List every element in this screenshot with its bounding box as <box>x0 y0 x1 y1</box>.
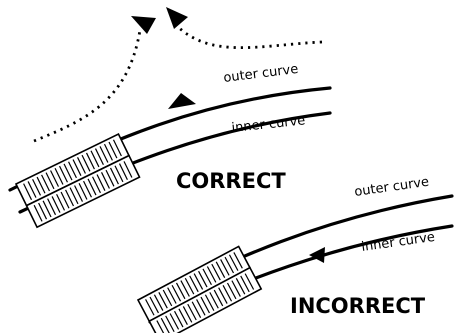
correct-airflow-right-dots <box>173 23 323 50</box>
correct-deck-block <box>16 134 140 227</box>
incorrect-inner-curve-label: inner curve <box>360 230 435 255</box>
incorrect-outer-curve-label: outer curve <box>353 175 430 200</box>
incorrect-inner-marker-triangle <box>309 247 325 263</box>
correct-airflow-right-arrowhead <box>166 7 188 29</box>
correct-airflow-left-dots <box>33 29 142 143</box>
correct-airflow-left-arrowhead <box>131 16 156 34</box>
correct-outer-curve-label: outer curve <box>223 62 299 86</box>
incorrect-title: INCORRECT <box>290 294 426 318</box>
correct-title: CORRECT <box>176 169 286 193</box>
incorrect-deck-block <box>138 246 261 333</box>
correct-airflow-arrows <box>33 7 323 143</box>
correct-inner-curve-label: inner curve <box>231 113 306 136</box>
correct-outer-marker-triangle <box>168 93 196 109</box>
